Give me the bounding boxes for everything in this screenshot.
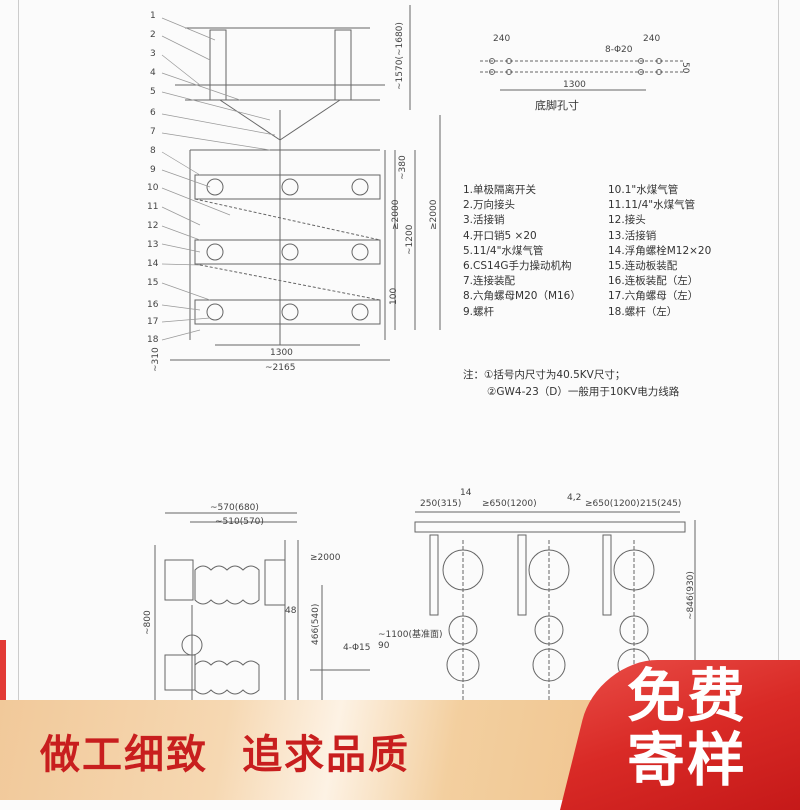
part-number: 12	[147, 221, 158, 231]
part-number: 6	[150, 108, 156, 118]
dimension-label: 1300	[270, 348, 293, 358]
part-number: 9	[150, 165, 156, 175]
legend-item: 14.浮角螺栓M12×20	[608, 244, 712, 257]
part-number: 1	[150, 11, 156, 21]
bottom-side-view-drawing: ~570(680) ~510(570) ≥2000 48 466(540) ~8…	[143, 503, 442, 700]
legend-item: 9.螺杆	[463, 305, 495, 318]
dimension-label: 1300	[563, 80, 586, 90]
legend-item: 4.开口销5 ×20	[463, 229, 537, 242]
legend-item: 15.连动板装配	[608, 260, 678, 273]
part-number: 8	[150, 146, 156, 156]
dimension-label: ~570(680)	[210, 503, 259, 513]
legend-item: 1.单极隔离开关	[463, 184, 537, 196]
part-number: 3	[150, 49, 156, 59]
legend-item: 17.六角螺母（左）	[608, 290, 699, 303]
badge-line-1: 免费	[626, 662, 747, 730]
legend-item: 16.连板装配（左）	[608, 275, 699, 288]
dimension-label: 8-Φ20	[605, 45, 633, 55]
dimension-label: ≥650(1200)	[482, 499, 537, 509]
part-number: 2	[150, 30, 156, 40]
dimension-label: ~846(930)	[686, 571, 696, 620]
legend-item: 7.连接装配	[463, 275, 516, 288]
dimension-label: 215(245)	[640, 499, 681, 509]
note-line-2: ②GW4-23（D）一般用于10KV电力线路	[487, 386, 680, 398]
dimension-label: ~2165	[265, 363, 295, 373]
dimension-label: 240	[643, 34, 660, 44]
slogan-1: 做工细致	[40, 732, 208, 778]
dimension-label: ~310	[151, 347, 161, 372]
dimension-label: ~1100(基准面)	[378, 628, 442, 640]
part-number: 4	[150, 68, 156, 78]
part-number: 15	[147, 278, 158, 288]
legend-item: 11.11/4"水煤气管	[608, 199, 696, 212]
legend-item: 13.活接销	[608, 229, 657, 242]
dimension-label: 100	[389, 288, 399, 305]
base-hole-caption: 底脚孔寸	[535, 99, 579, 112]
dimension-label: ≥2000	[310, 553, 341, 563]
legend-item: 3.活接销	[463, 214, 505, 227]
note-line-1: 注：①括号内尺寸为40.5KV尺寸；	[463, 369, 626, 381]
page-border-right	[778, 0, 779, 800]
part-number: 10	[147, 183, 159, 193]
legend-item: 10.1"水煤气管	[608, 184, 679, 196]
part-number: 16	[147, 300, 159, 310]
page-border-left	[18, 0, 19, 800]
part-number: 17	[147, 317, 158, 327]
legend-item: 18.螺杆（左）	[608, 305, 678, 318]
slogan: 做工细致追求品质	[40, 722, 444, 780]
dimension-label: 466(540)	[311, 604, 321, 645]
dimension-label: ~1200	[405, 224, 415, 255]
top-part-numbers: 1 2 3 4 5 6 7 8 9 10 11 12 13 14 15 16 1…	[147, 11, 439, 373]
legend-item: 2.万向接头	[463, 199, 516, 212]
dimension-label: 50	[680, 62, 690, 74]
base-hole-drawing: 240 240 8-Φ20 1300 50	[480, 34, 690, 91]
dimension-label: 48	[285, 606, 297, 616]
slogan-banner	[0, 700, 640, 800]
notes: 注：①括号内尺寸为40.5KV尺寸； ②GW4-23（D）一般用于10KV电力线…	[463, 367, 679, 401]
legend-item: 8.六角螺母M20（M16）	[463, 290, 581, 303]
legend-item: 12.接头	[608, 214, 646, 227]
top-disconnect-switch-drawing	[161, 5, 441, 361]
badge-line-2: 寄样	[626, 726, 747, 794]
banner-accent	[0, 640, 6, 700]
dimension-label: ~1570(~1680)	[395, 22, 405, 90]
legend-item: 5.11/4"水煤气管	[463, 244, 544, 257]
free-sample-badge[interactable]: 免费 寄样	[612, 664, 762, 792]
dimension-label: 250(315)	[420, 499, 461, 509]
dimension-label: ~380	[398, 155, 408, 180]
dimension-label: 90	[378, 641, 390, 651]
dimension-label: 4-Φ15	[343, 643, 371, 653]
part-number: 13	[147, 240, 158, 250]
legend-item: 6.CS14G手力操动机构	[463, 260, 572, 273]
part-number: 5	[150, 87, 156, 97]
dimension-label: ≥2000	[429, 199, 439, 230]
dimension-label: ~800	[143, 610, 153, 635]
slogan-2: 追求品质	[242, 732, 410, 778]
part-number: 14	[147, 259, 159, 269]
dimension-label: 4,2	[567, 493, 581, 503]
part-number: 7	[150, 127, 156, 137]
dimension-label: 14	[460, 488, 472, 498]
part-number: 11	[147, 202, 158, 212]
dimension-label: ≥650(1200)	[585, 499, 640, 509]
dimension-label: ~510(570)	[215, 517, 264, 527]
part-number: 18	[147, 335, 159, 345]
dimension-label: 240	[493, 34, 510, 44]
dimension-label: ≥2000	[391, 199, 401, 230]
parts-legend: 1.单极隔离开关 10.1"水煤气管 2.万向接头 11.11/4"水煤气管 3…	[463, 183, 758, 320]
